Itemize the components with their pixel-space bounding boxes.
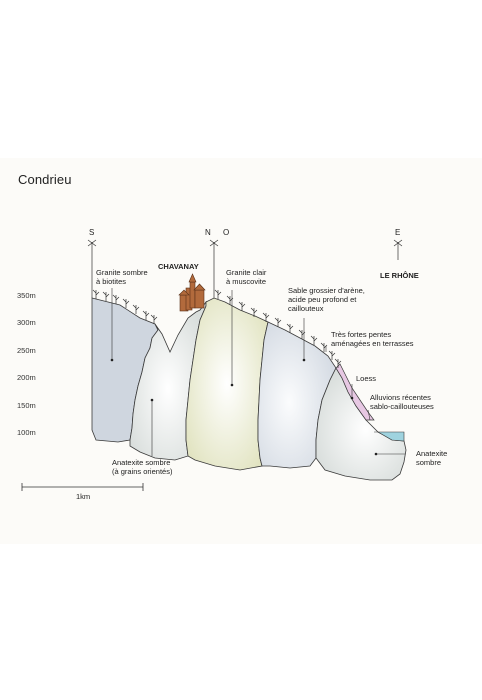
vine-icon (102, 291, 110, 301)
vine-icon (320, 342, 328, 352)
altitude-label: 200m (17, 373, 36, 382)
vine-icon (112, 294, 120, 304)
vine-icon (262, 312, 270, 322)
vine-icon (286, 323, 294, 333)
vine-icon (334, 358, 342, 368)
leader-lines (111, 288, 405, 456)
leader-dots (110, 358, 378, 456)
vine-icon (310, 335, 318, 345)
direction-n: N (205, 228, 211, 237)
label-loess: Loess (356, 374, 377, 383)
loess-layer (335, 363, 375, 421)
altitude-label: 300m (17, 318, 36, 327)
anatexite-sombre-layer (315, 367, 407, 481)
vine-icon (250, 307, 258, 317)
rhone-water (374, 431, 405, 442)
vine-icon (92, 289, 100, 299)
label-anatexite-orientes: Anatexite sombre(à grains orientés) (112, 458, 173, 476)
altitude-label: 150m (17, 401, 36, 410)
vine-icon (274, 317, 282, 327)
vine-icon (132, 304, 140, 314)
altitude-label: 350m (17, 291, 36, 300)
vine-icon (328, 350, 336, 360)
altitude-label: 250m (17, 346, 36, 355)
vine-icon (142, 310, 150, 320)
scale-label: 1km (76, 492, 91, 501)
place-le-rhone: LE RHÔNE (380, 271, 419, 280)
vine-icon (226, 295, 234, 305)
vine-symbols (92, 289, 342, 368)
direction-e: E (395, 228, 401, 237)
altitude-label: 100m (17, 428, 36, 437)
place-chavanay: CHAVANAY (158, 262, 199, 271)
vine-icon (214, 289, 222, 299)
chavanay-village (178, 273, 206, 312)
direction-o: O (223, 228, 230, 237)
direction-markers (87, 239, 403, 298)
vine-icon (122, 298, 130, 308)
vine-icon (150, 314, 158, 324)
direction-s: S (89, 228, 95, 237)
vine-icon (298, 329, 306, 339)
scale-bar (21, 483, 144, 491)
vine-icon (238, 301, 246, 311)
label-sable: Sable grossier d'arène,acide peu profond… (288, 286, 365, 313)
diagram-title: Condrieu (18, 172, 72, 187)
